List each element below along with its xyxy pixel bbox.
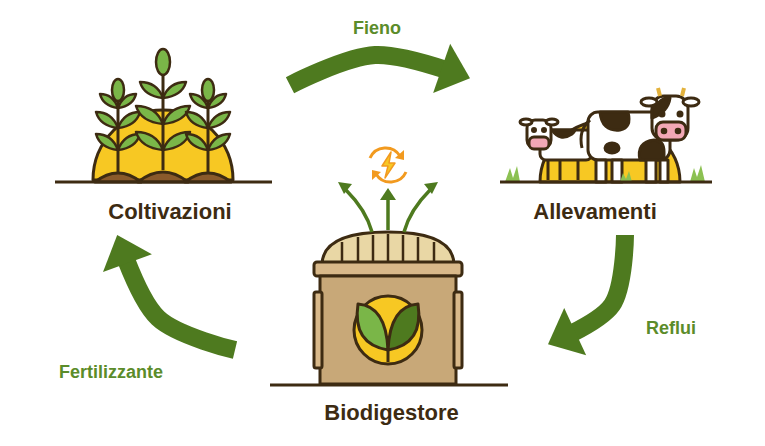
- livestock-illustration: [500, 88, 712, 182]
- curved-arrow: [103, 235, 235, 350]
- node-label: Coltivazioni: [108, 199, 231, 225]
- stage-node: Allevamenti: [470, 70, 720, 235]
- arrow-head: [548, 308, 586, 355]
- crops-illustration: [55, 49, 272, 182]
- flow-label: Fertilizzante: [57, 361, 165, 383]
- arrow-head: [103, 235, 152, 272]
- arrow-head: [433, 44, 470, 93]
- curved-arrow: [548, 235, 625, 355]
- node-label: Allevamenti: [533, 199, 657, 225]
- flow-label: Reflui: [644, 317, 698, 339]
- flow-label: Fieno: [351, 17, 403, 39]
- digester-illustration: [270, 148, 508, 385]
- stage-node: Biodigestore: [235, 150, 548, 440]
- node-label: Biodigestore: [324, 400, 458, 426]
- curved-arrow: [290, 44, 470, 93]
- stage-node: Coltivazioni: [50, 50, 290, 235]
